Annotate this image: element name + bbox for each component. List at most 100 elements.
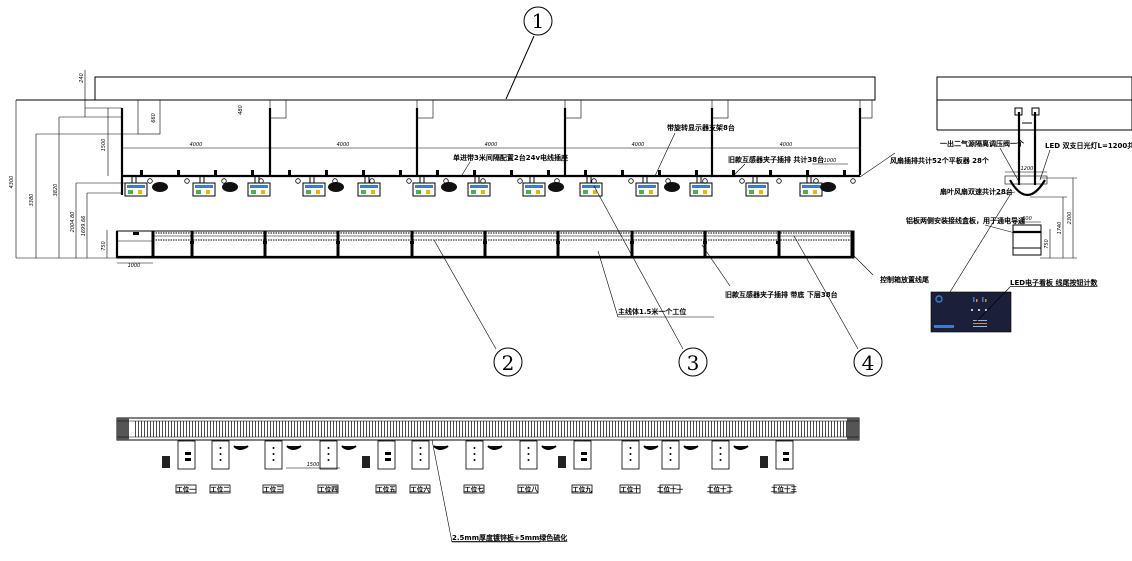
hanger-clamp [251,170,254,176]
station: 工位八 [517,440,557,494]
plug-icon [665,178,671,184]
dot-icon [419,453,422,455]
socket-block [483,241,487,244]
chair-icon [760,456,768,468]
plan-stations: 工位一工位二工位三工位四工位五工位六工位七工位八工位九工位十工位十一工位十二工位… [162,440,798,494]
dot-icon [629,447,632,449]
monitor [467,177,491,197]
hanger-clamp [732,170,735,176]
hanger-clamp [621,170,624,176]
dim-hang-2: 660 [151,113,157,123]
side-dim-h3: 750 [1044,239,1050,249]
annotation-lower-mid: 旧款互感器夹子插排 带底 下层38台 [725,290,838,299]
monitor [357,177,381,197]
hanger-clamp [658,170,661,176]
fan-icon [152,182,168,192]
ceiling-beam-top [94,76,876,101]
dot-icon [719,453,722,455]
monitor [689,177,713,197]
station-label: 工位三 [263,485,283,494]
dim-4000-1: 4000 [190,142,203,148]
socket-block [336,241,340,244]
plug-icon [813,178,819,184]
dot-icon [327,459,330,461]
side-view: 1200 600 2300 1740 750 [936,76,1132,259]
dim-end-width: 1000 [128,263,141,269]
fixture-icon [433,445,449,450]
hanger-clamp [436,170,439,176]
fixture-icon [286,445,302,450]
table-leg [336,231,340,258]
hanger-clamp [214,170,217,176]
station-label: 工位九 [572,485,592,494]
plug-icon [332,178,338,184]
fixture-icon [643,445,659,450]
plug-icon [702,178,708,184]
dot-icon [272,447,275,449]
plug-icon [221,178,227,184]
socket-block [776,241,780,244]
fan-icon [441,182,457,192]
hanger-clamp [695,170,698,176]
dim-1000-spacing: 1000 [824,158,837,164]
plug-icon [184,178,190,184]
dim-total-height: 4300 [9,176,15,189]
hanger-clamp [325,170,328,176]
dot-icon [669,447,672,449]
station-label: 工位八 [518,485,538,494]
section-dims: 4000 4000 4000 4000 4000 1000 [122,142,860,165]
annotation-fan-count: 风扇插排共计52个平板器 28个 [890,156,990,165]
dim-hang-3: 480 [238,105,244,115]
station-label: 工位二 [210,485,230,494]
plug-icon [628,178,634,184]
plug-icon [443,178,449,184]
callout-4: 4 [793,235,883,377]
dot-icon [719,459,722,461]
monitor [745,177,769,197]
station-label: 工位六 [410,485,430,494]
station: 工位十 [619,440,659,494]
dot-icon [473,447,476,449]
station-label: 工位十三 [771,485,798,494]
plug-icon [406,178,412,184]
monitor [579,177,603,197]
hanger-clamp [288,170,291,176]
station-label: 工位四 [318,485,338,494]
annotation-plate: 2.5mm厚度镀锌板+5mm绿色硫化 [452,533,567,542]
dot-icon [527,447,530,449]
dim-h4: 1699.66 [81,216,87,237]
dot-icon [527,453,530,455]
side-dim-w1: 1200 [1021,166,1034,172]
hanger-clamp [362,170,365,176]
fixture-icon [733,445,749,450]
led-board-image [930,291,1012,333]
plan-view-conveyor [116,417,860,441]
fixture-icon [541,445,557,450]
plug-icon [850,178,856,184]
dot-icon [219,447,222,449]
dot-icon [629,453,632,455]
annotation-upper-right: 旧款互感器夹子插排 共计38台 [728,155,824,164]
chair-icon [162,456,170,468]
side-annotation-gas: 一出二气源隔离调压阀一个 [940,139,1025,148]
dim-hang-1: 1500 [101,139,107,152]
station-label: 工位十 [620,485,640,494]
annotation-led-board: LED电子看板 线尾按钮计数 [1010,278,1098,287]
hanging-posts [120,99,873,195]
station: 工位九 [558,440,593,494]
hanger-clamp [843,170,846,176]
station-label: 工位十二 [707,485,734,494]
dot-icon [669,453,672,455]
dim-h2: 3820 [53,184,59,197]
plug-icon [295,178,301,184]
dot-icon [527,459,530,461]
side-annotation-fan: 扇叶风扇双速共计28台 [940,187,1013,196]
socket-block [263,241,267,244]
callout-3: 3 [593,185,708,377]
dot-icon [419,459,422,461]
hanger-clamp [510,170,513,176]
callout-3-number: 3 [687,351,700,375]
station: 工位一 [162,440,197,494]
fixture-icon [683,445,699,450]
